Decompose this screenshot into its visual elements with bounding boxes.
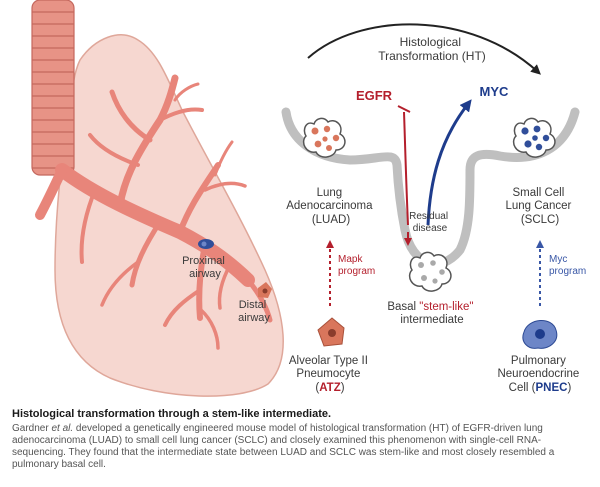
pnec-cell-icon [522,320,558,349]
bronchial-tree [35,74,273,350]
mapk-program-label: Mapk program [338,254,375,277]
caption-body: Gardner et al. developed a genetically e… [12,423,555,470]
basal-label: Basal "stem-like" intermediate [387,301,476,326]
residual-disease-cluster [408,251,452,292]
sclc-tumor-cluster [512,117,556,158]
pnec-label: Pulmonary Neuroendocrine Cell (PNEC) [497,355,582,394]
distal-airway-label: Distal airway [238,299,270,324]
ht-arrow [307,23,541,75]
luad-label: Lung Adenocarcinoma (LUAD) [286,187,376,226]
lung-illustration: Proximal airway Distal airway [31,0,284,397]
lung-lobe [54,34,284,397]
proximal-airway-cell [198,239,214,249]
atz-cell-icon [317,317,345,347]
sclc-label: Small Cell Lung Cancer (SCLC) [505,187,574,226]
atz-label: Alveolar Type II Pneumocyte (ATZ) [289,355,371,394]
luad-tumor-cluster [302,117,346,158]
residual-label: Residual disease [409,211,451,234]
proximal-airway-label: Proximal airway [182,255,228,280]
histological-transformation-diagram: Proximal airway Distal airway Histologic… [31,0,586,397]
distal-airway-cell [258,282,272,298]
caption-title: Histological transformation through a st… [12,408,332,420]
myc-label: MYC [480,84,510,99]
figure-caption: Histological transformation through a st… [12,408,592,471]
myc-program-label: Myc program [549,254,586,277]
ht-label: Histological Transformation (HT) [378,35,486,63]
myc-arrow [426,99,472,226]
egfr-inhibition-line [397,105,411,226]
trachea [31,0,75,176]
egfr-label: EGFR [356,88,393,103]
